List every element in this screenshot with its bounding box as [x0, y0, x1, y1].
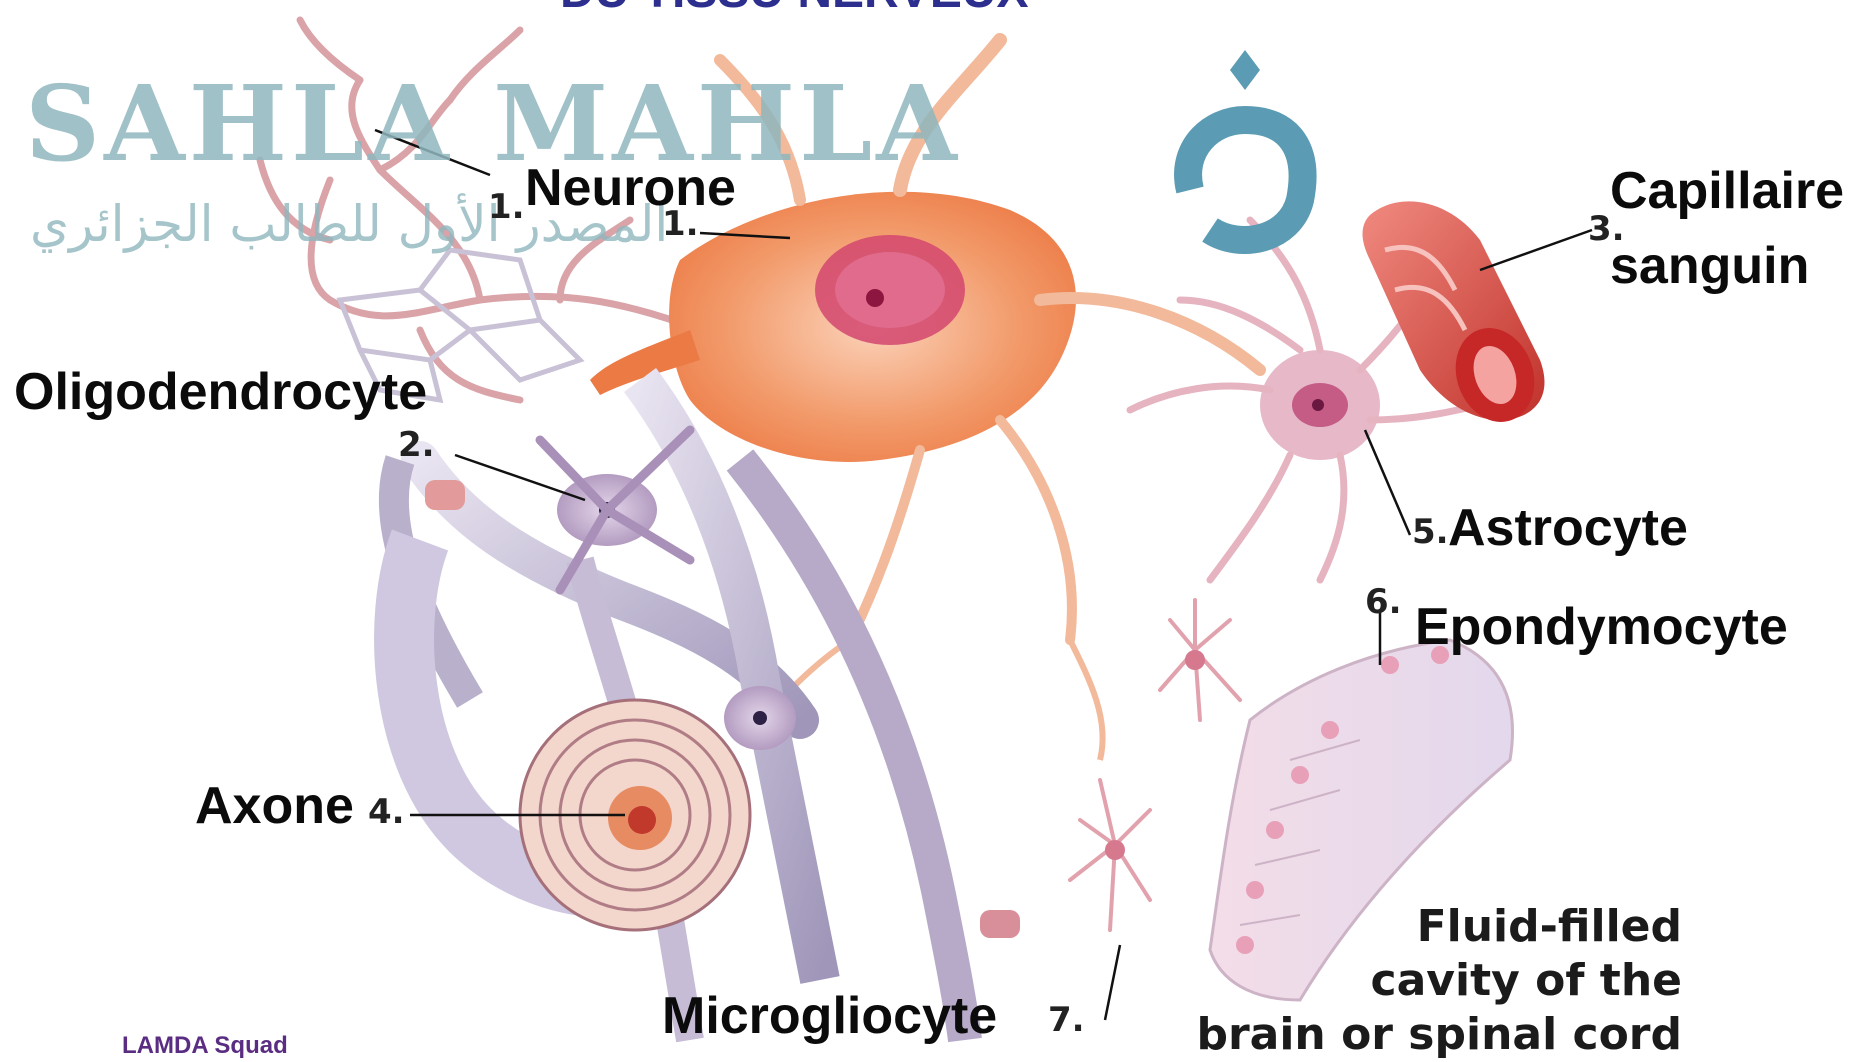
label-epondymocyte: Epondymocyte — [1415, 601, 1788, 653]
number-5: 5. — [1412, 515, 1449, 549]
cavity-caption-line1: Fluid-filled — [1150, 900, 1682, 954]
watermark-brand: SAHLA MAHLA — [25, 62, 961, 185]
number-4: 4. — [368, 795, 405, 829]
microglia-body-2 — [1105, 840, 1125, 860]
cavity-caption-line2: cavity of the — [1150, 954, 1682, 1008]
number-1a: 1. — [488, 190, 525, 224]
number-3: 3. — [1588, 212, 1625, 246]
label-microgliocyte: Microgliocyte — [662, 990, 997, 1042]
number-1b: 1. — [662, 207, 699, 241]
watermark-logo-icon — [1150, 40, 1340, 260]
label-capillaire-line2: sanguin — [1610, 240, 1809, 292]
slide-title-fragment: DU TISSU NERVEUX — [560, 0, 1029, 19]
label-axone: Axone — [195, 780, 354, 832]
number-6: 6. — [1365, 585, 1402, 619]
capillary-vessel — [1363, 201, 1548, 433]
cavity-caption: Fluid-filled cavity of the brain or spin… — [1150, 900, 1682, 1062]
footer-credit: LAMDA Squad — [122, 1032, 288, 1060]
cavity-caption-line3: brain or spinal cord — [1150, 1008, 1682, 1062]
microglia-body-1 — [1185, 650, 1205, 670]
number-7: 7. — [1048, 1003, 1085, 1037]
label-oligodendrocyte: Oligodendrocyte — [14, 366, 427, 418]
number-2: 2. — [398, 428, 435, 462]
label-neurone: Neurone — [525, 162, 736, 214]
label-capillaire-line1: Capillaire — [1610, 165, 1844, 217]
microglia-cells — [1070, 600, 1240, 930]
oligodendrocyte-cell — [394, 380, 1020, 1040]
label-astrocyte: Astrocyte — [1448, 502, 1688, 554]
